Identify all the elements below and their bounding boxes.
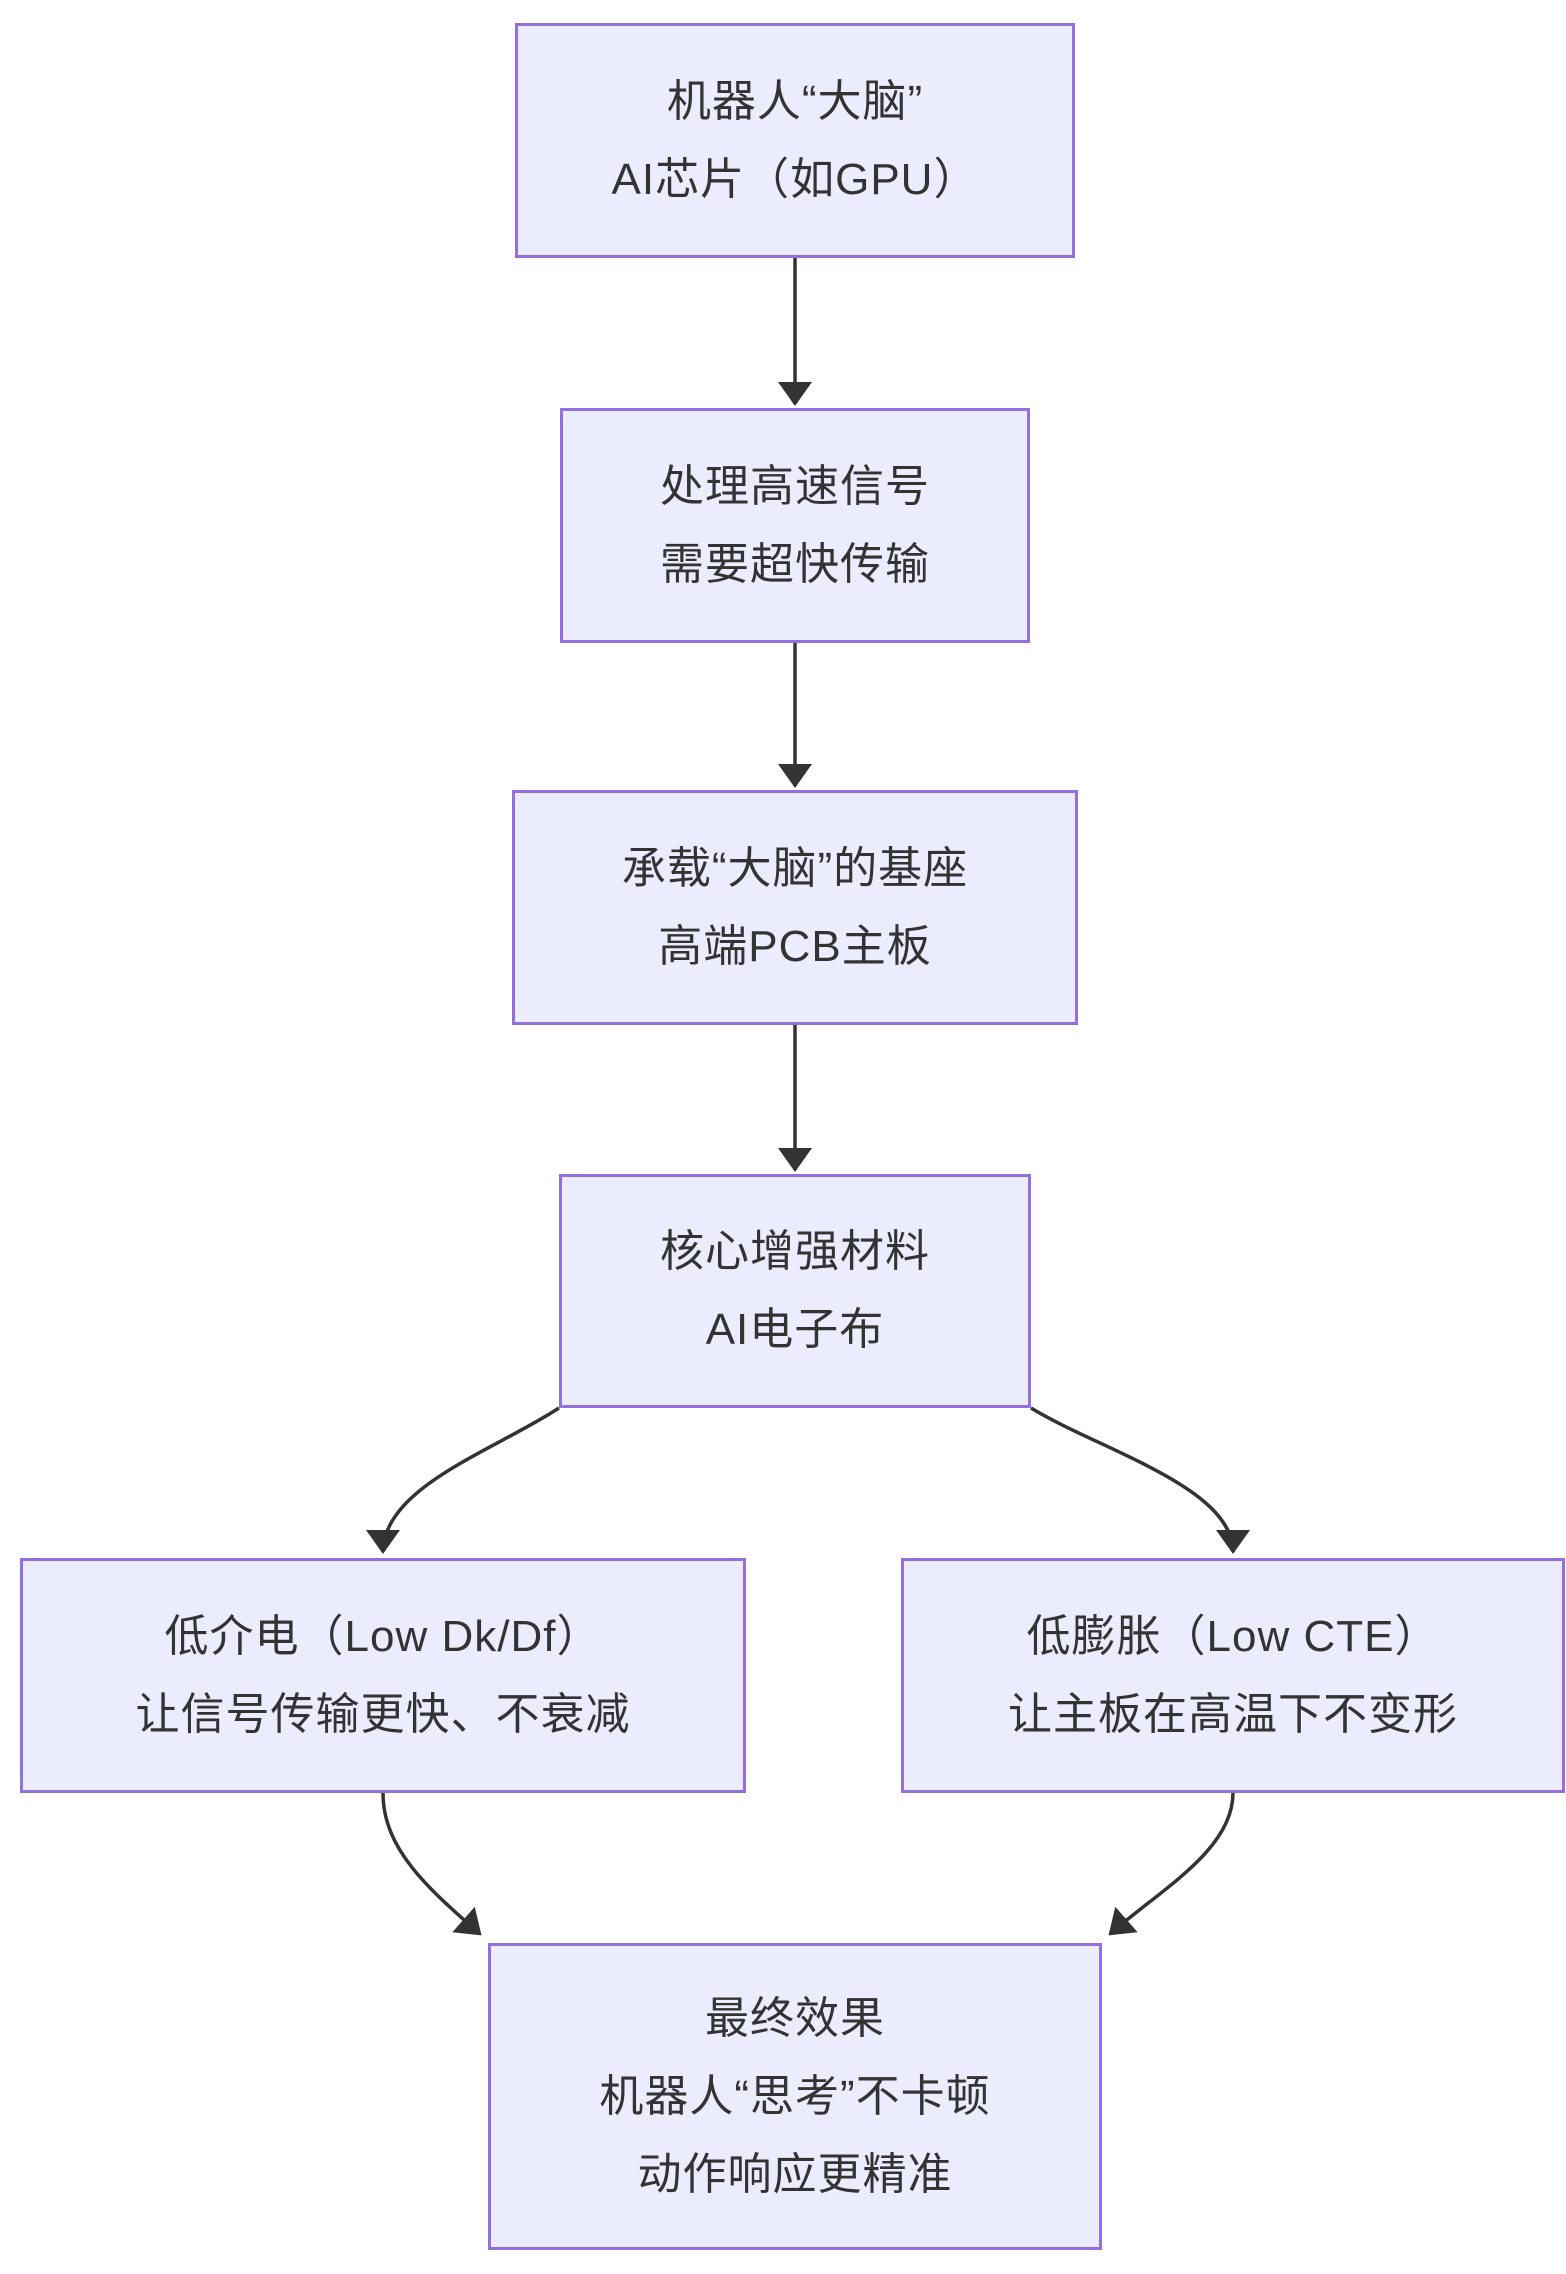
node-efabric: 核心增强材料 AI电子布 (559, 1174, 1031, 1408)
node-line: 机器人“思考”不卡顿 (599, 2071, 991, 2121)
node-line: 让主板在高温下不变形 (1008, 1689, 1458, 1739)
node-line: AI芯片（如GPU） (611, 154, 979, 204)
node-line: AI电子布 (705, 1305, 885, 1354)
node-line: 高端PCB主板 (658, 921, 932, 971)
node-result: 最终效果 机器人“思考”不卡顿 动作响应更精准 (488, 1943, 1102, 2250)
node-line: 机器人“大脑” (666, 76, 924, 126)
edge-efabric-to-lowdk (366, 1406, 560, 1554)
node-line: 让信号传输更快、不衰减 (135, 1689, 631, 1739)
node-line: 承载“大脑”的基座 (621, 843, 969, 893)
node-pcb: 承载“大脑”的基座 高端PCB主板 (512, 790, 1078, 1025)
node-line: 动作响应更精准 (637, 2149, 953, 2199)
node-line: 处理高速信号 (660, 461, 930, 511)
node-line: 最终效果 (705, 1993, 885, 2043)
node-line: 需要超快传输 (660, 539, 930, 589)
edge-lowdk-to-result (381, 1792, 482, 1936)
node-line: 低介电（Low Dk/Df） (164, 1611, 602, 1661)
node-ai-chip: 机器人“大脑” AI芯片（如GPU） (515, 23, 1075, 258)
node-line: 低膨胀（Low CTE） (1026, 1611, 1440, 1661)
edge-efabric-to-lowcte (1030, 1406, 1250, 1554)
node-signal: 处理高速信号 需要超快传输 (560, 408, 1030, 643)
node-line: 核心增强材料 (660, 1227, 930, 1276)
node-low-dk: 低介电（Low Dk/Df） 让信号传输更快、不衰减 (20, 1558, 746, 1793)
node-low-cte: 低膨胀（Low CTE） 让主板在高温下不变形 (901, 1558, 1565, 1793)
edge-lowcte-to-result (1108, 1792, 1235, 1936)
